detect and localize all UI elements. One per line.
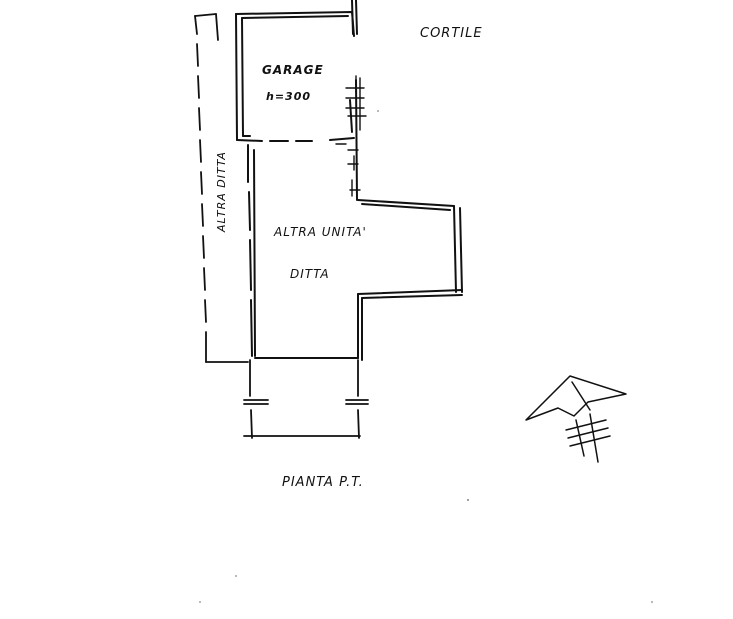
lower-projection <box>243 359 369 439</box>
north-arrow-icon <box>525 375 627 463</box>
pianta-title: PIANTA P.T. <box>282 475 364 490</box>
garage-walls <box>235 0 358 201</box>
main-unit-walls <box>247 144 463 361</box>
altra-unita-label: ALTRA UNITA' <box>273 225 367 239</box>
altra-ditta-label: ALTRA DITTA <box>215 151 228 233</box>
ditta-label: DITTA <box>290 267 330 281</box>
wall-ticks <box>335 75 367 197</box>
specks <box>199 110 653 603</box>
altra-ditta-boundary <box>194 13 249 363</box>
garage-height-label: h=300 <box>266 90 311 103</box>
cortile-label: CORTILE <box>420 26 483 41</box>
garage-label: GARAGE <box>262 63 324 77</box>
